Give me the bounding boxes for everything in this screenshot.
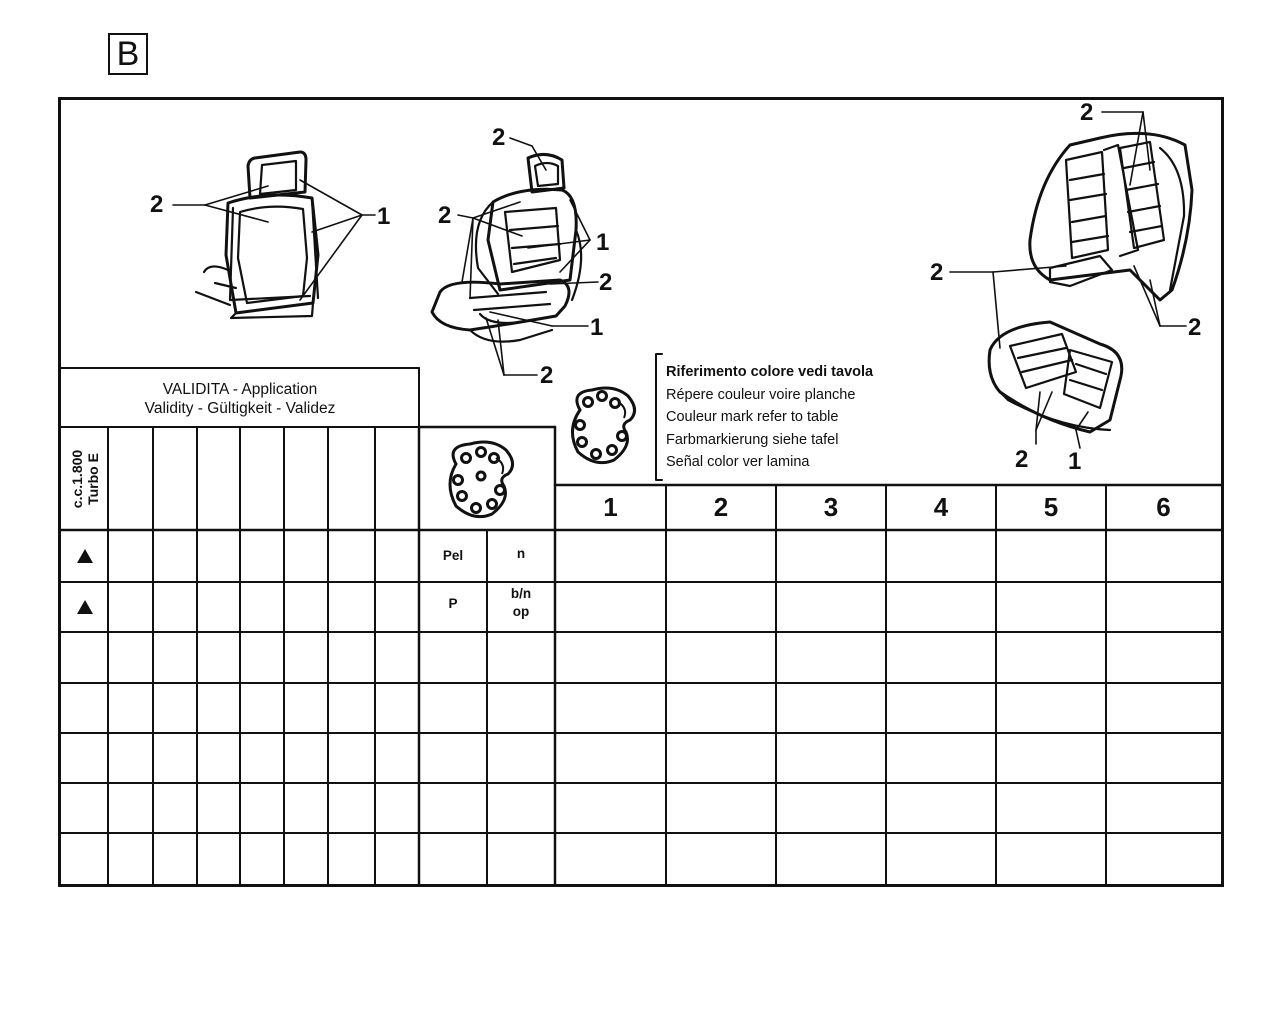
legend-bracket <box>655 353 663 481</box>
legend-line-fr: Répere couleur voire planche <box>666 386 856 403</box>
callout-rear-seat-2: 2 <box>1188 314 1202 341</box>
legend-line-de: Farbmarkierung siehe tafel <box>666 431 839 448</box>
leader-lines <box>172 111 1187 449</box>
colour-column-3: 3 <box>823 492 839 522</box>
colour-column-4: 4 <box>933 492 949 522</box>
table-row-marker <box>61 530 108 582</box>
validity-header: VALIDITA - Application Validity - Gültig… <box>61 380 419 418</box>
colour-legend: Riferimento colore vedi tavola Répere co… <box>666 361 873 474</box>
legend-line-it: Riferimento colore vedi tavola <box>666 364 874 380</box>
callout-sport-seat-2: 2 <box>438 202 452 229</box>
front-seat-illustration <box>194 150 320 320</box>
section-letter: B <box>108 33 148 75</box>
colour-column-2: 2 <box>713 492 729 522</box>
legend-line-es: Señal color ver lamina <box>666 454 810 470</box>
colour-column-5: 5 <box>1043 492 1059 522</box>
callout-sport-seat-2: 2 <box>492 124 506 151</box>
callout-rear-seat-2: 2 <box>1080 99 1094 126</box>
engine-label-line2: Turbo E <box>85 453 101 505</box>
material-code: Pel <box>442 548 464 563</box>
table-grid <box>59 367 1223 886</box>
material-code: P <box>448 596 458 611</box>
sport-seat-illustration <box>430 153 583 343</box>
callout-rear-seat-2: 2 <box>930 259 944 286</box>
callout-sport-seat-2: 2 <box>599 269 613 296</box>
up-triangle-icon <box>76 549 93 563</box>
validity-title-line2: Validity - Gültigkeit - Validez <box>144 400 336 417</box>
colour-code: b/n op <box>487 585 555 621</box>
up-triangle-icon <box>76 600 93 614</box>
engine-label: c.c.1.800 Turbo E <box>69 429 101 529</box>
callout-sport-seat-1: 1 <box>596 229 610 256</box>
callout-front-seat-1: 1 <box>377 203 391 230</box>
paint-palette-icon <box>448 440 514 519</box>
callout-sport-seat-2: 2 <box>540 362 554 389</box>
colour-code-line1: b/n <box>510 586 532 601</box>
colour-column-6: 6 <box>1156 492 1171 522</box>
callout-front-seat-2: 2 <box>150 191 164 218</box>
callout-rear-seat-2: 2 <box>1015 446 1029 473</box>
colour-code-line2: op <box>512 604 530 619</box>
validity-column-header: c.c.1.800 Turbo E <box>61 427 108 530</box>
colour-column-1: 1 <box>603 492 618 522</box>
callout-sport-seat-1: 1 <box>590 314 604 341</box>
validity-title-line1: VALIDITA - Application <box>162 381 318 398</box>
main-frame <box>58 97 1224 887</box>
rear-seat-illustration <box>987 131 1194 434</box>
engine-label-line1: c.c.1.800 <box>69 449 85 509</box>
callout-rear-seat-1: 1 <box>1068 448 1082 475</box>
colour-code: n <box>516 546 526 561</box>
paint-palette-icon <box>571 386 636 465</box>
legend-line-en: Couleur mark refer to table <box>666 409 839 425</box>
table-row-marker <box>61 582 108 632</box>
